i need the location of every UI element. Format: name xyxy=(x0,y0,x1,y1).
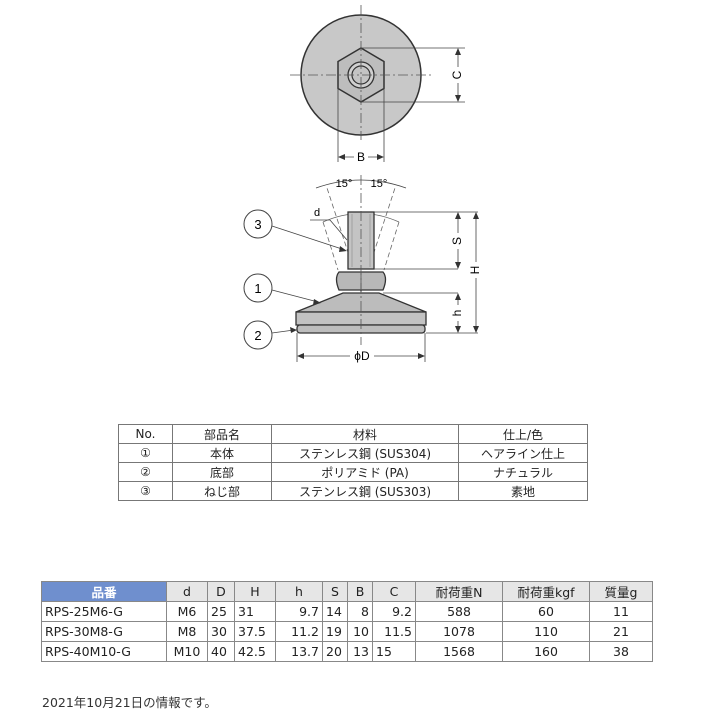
technical-drawing: C B 15° 15° d xyxy=(243,5,483,363)
cell-part-number: RPS-30M8-G xyxy=(41,621,167,642)
dim-label-d: d xyxy=(314,207,320,219)
col-material: 材料 xyxy=(271,424,459,444)
cell-finish: ヘアライン仕上 xyxy=(458,443,588,463)
col-h: h xyxy=(275,581,323,602)
cell-h: 9.7 xyxy=(275,601,323,622)
col-C: C xyxy=(372,581,416,602)
cell-finish: ナチュラル xyxy=(458,462,588,482)
spec-table-header: 品番 d D H h S B C 耐荷重N 耐荷重kgf 質量g xyxy=(41,581,653,602)
col-H: H xyxy=(234,581,276,602)
cell-no: ③ xyxy=(118,481,173,501)
cell-H: 42.5 xyxy=(234,641,276,662)
cell-load-n: 588 xyxy=(415,601,503,622)
callout-2: 2 xyxy=(254,328,261,343)
cell-mass: 11 xyxy=(589,601,653,622)
cell-h: 13.7 xyxy=(275,641,323,662)
dim-label-C: C xyxy=(450,70,464,79)
col-D: D xyxy=(207,581,235,602)
cell-part-number: RPS-25M6-G xyxy=(41,601,167,622)
cell-C: 15 xyxy=(372,641,416,662)
cell-no: ② xyxy=(118,462,173,482)
cell-material: ステンレス鋼 (SUS303) xyxy=(271,481,459,501)
parts-table-header: No. 部品名 材料 仕上/色 xyxy=(118,424,588,444)
cell-D: 30 xyxy=(207,621,235,642)
dim-label-h: h xyxy=(450,310,464,317)
table-row: ② 底部 ポリアミド (PA) ナチュラル xyxy=(118,462,588,482)
cell-part-name: ねじ部 xyxy=(172,481,272,501)
cell-h: 11.2 xyxy=(275,621,323,642)
cell-material: ポリアミド (PA) xyxy=(271,462,459,482)
cell-D: 40 xyxy=(207,641,235,662)
cell-load-kgf: 160 xyxy=(502,641,590,662)
top-view: C B xyxy=(290,5,465,164)
table-row: RPS-30M8-G M8 30 37.5 11.2 19 10 11.5 10… xyxy=(41,621,653,642)
cell-B: 10 xyxy=(347,621,373,642)
cell-C: 11.5 xyxy=(372,621,416,642)
cell-material: ステンレス鋼 (SUS304) xyxy=(271,443,459,463)
callout-1: 1 xyxy=(254,281,261,296)
angle-label-right: 15° xyxy=(371,178,388,190)
cell-part-name: 本体 xyxy=(172,443,272,463)
angle-label-left: 15° xyxy=(336,178,353,190)
col-load-kgf: 耐荷重kgf xyxy=(502,581,590,602)
col-B: B xyxy=(347,581,373,602)
col-S: S xyxy=(322,581,348,602)
cell-load-n: 1078 xyxy=(415,621,503,642)
cell-B: 13 xyxy=(347,641,373,662)
cell-mass: 38 xyxy=(589,641,653,662)
cell-d: M10 xyxy=(166,641,208,662)
parts-table: No. 部品名 材料 仕上/色 ① 本体 ステンレス鋼 (SUS304) ヘアラ… xyxy=(118,424,588,501)
cell-load-kgf: 110 xyxy=(502,621,590,642)
cell-load-kgf: 60 xyxy=(502,601,590,622)
col-no: No. xyxy=(118,424,173,444)
cell-finish: 素地 xyxy=(458,481,588,501)
cell-no: ① xyxy=(118,443,173,463)
cell-part-name: 底部 xyxy=(172,462,272,482)
cell-d: M8 xyxy=(166,621,208,642)
col-part-number: 品番 xyxy=(41,581,167,602)
cell-D: 25 xyxy=(207,601,235,622)
table-row: ③ ねじ部 ステンレス鋼 (SUS303) 素地 xyxy=(118,481,588,501)
table-row: ① 本体 ステンレス鋼 (SUS304) ヘアライン仕上 xyxy=(118,443,588,463)
col-part-name: 部品名 xyxy=(172,424,272,444)
dim-label-B: B xyxy=(357,150,365,164)
dim-label-H: H xyxy=(468,266,482,275)
side-view: 15° 15° d S H xyxy=(243,175,483,363)
col-mass: 質量g xyxy=(589,581,653,602)
dim-label-S: S xyxy=(450,237,464,245)
info-date-note: 2021年10月21日の情報です。 xyxy=(42,695,217,710)
table-row: RPS-40M10-G M10 40 42.5 13.7 20 13 15 15… xyxy=(41,641,653,662)
table-row: RPS-25M6-G M6 25 31 9.7 14 8 9.2 588 60 … xyxy=(41,601,653,622)
dim-label-phiD: ϕD xyxy=(354,349,370,363)
cell-d: M6 xyxy=(166,601,208,622)
col-load-n: 耐荷重N xyxy=(415,581,503,602)
cell-load-n: 1568 xyxy=(415,641,503,662)
spec-table: 品番 d D H h S B C 耐荷重N 耐荷重kgf 質量g RPS-25M… xyxy=(41,581,653,662)
cell-S: 14 xyxy=(322,601,348,622)
cell-B: 8 xyxy=(347,601,373,622)
cell-mass: 21 xyxy=(589,621,653,642)
callout-3: 3 xyxy=(254,217,261,232)
cell-part-number: RPS-40M10-G xyxy=(41,641,167,662)
col-finish: 仕上/色 xyxy=(458,424,588,444)
col-d: d xyxy=(166,581,208,602)
cell-H: 37.5 xyxy=(234,621,276,642)
cell-S: 19 xyxy=(322,621,348,642)
cell-C: 9.2 xyxy=(372,601,416,622)
cell-S: 20 xyxy=(322,641,348,662)
cell-H: 31 xyxy=(234,601,276,622)
